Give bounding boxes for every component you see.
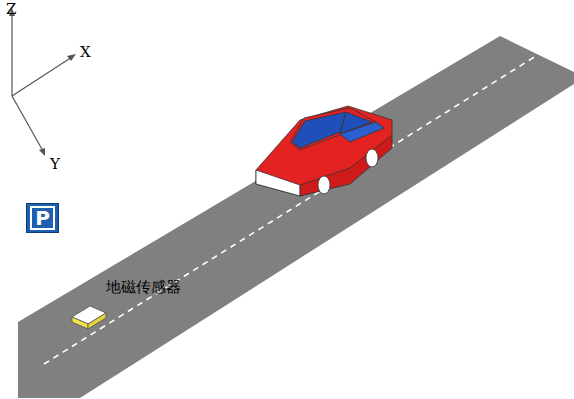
lane-line [44,56,536,364]
axes [9,8,76,156]
car [256,106,392,196]
geomagnetic-sensor [72,306,106,329]
road [18,36,574,398]
axis-label: Y [50,157,60,172]
parking-sign: P [26,203,59,233]
axis-label: Z [6,2,16,17]
sensor-label: 地磁传感器 [106,280,181,295]
sign-letter: P [30,206,55,230]
axis-label: X [80,45,91,60]
